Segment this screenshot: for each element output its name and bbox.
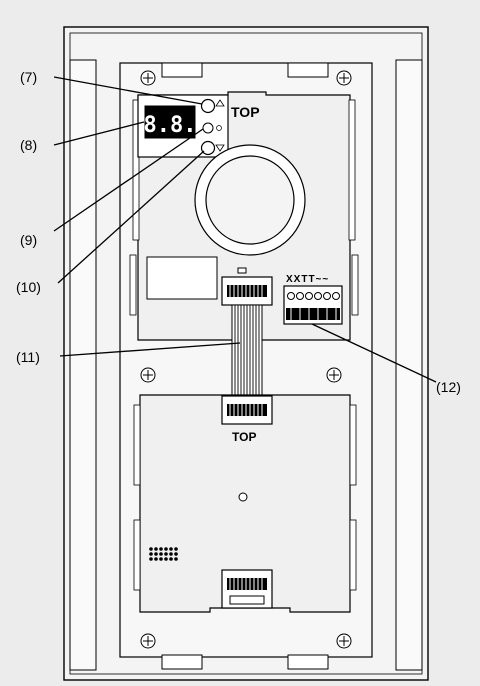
up-arrow-icon [215, 99, 225, 107]
leader-11 [59, 342, 241, 357]
top-clip-right [287, 62, 329, 78]
down-arrow-icon [215, 144, 225, 152]
top-label-upper: TOP [231, 104, 260, 120]
left-rail [69, 59, 97, 671]
leader-lines [53, 76, 437, 383]
button-down [200, 140, 216, 156]
screw-bottom-left [140, 633, 156, 649]
screw-mid-left [140, 367, 156, 383]
leader-8 [53, 121, 145, 146]
callout-12: (12) [436, 379, 461, 395]
callout-8: (8) [20, 137, 37, 153]
display-digits: 8.8. [144, 113, 197, 138]
screw-mid-right [326, 367, 342, 383]
callout-9: (9) [20, 232, 37, 248]
terminal-block [283, 285, 343, 325]
lower-module [133, 394, 357, 613]
center-hole [238, 492, 248, 502]
button-up [200, 98, 216, 114]
top-clip-left [161, 62, 203, 78]
callout-11: (11) [16, 349, 40, 365]
top-label-lower: TOP [232, 430, 256, 444]
bottom-clip-left [161, 654, 203, 670]
label-field [146, 256, 218, 300]
seven-segment-display [144, 105, 196, 139]
callout-7: (7) [20, 69, 37, 85]
leader-9 [53, 128, 204, 232]
led-dot [216, 125, 222, 131]
bottom-connector [221, 569, 273, 609]
screw-top-right [336, 70, 352, 86]
terminal-labels: XXTT~~ [286, 274, 329, 285]
contact-dot-matrix [149, 547, 178, 561]
status-led [202, 122, 214, 134]
screw-bottom-right [336, 633, 352, 649]
leader-10 [57, 150, 205, 284]
leader-12 [311, 323, 437, 383]
connector-led [237, 267, 247, 274]
speaker [194, 144, 306, 256]
ribbon-cable [231, 304, 263, 399]
bottom-clip-right [287, 654, 329, 670]
upper-ribbon-connector [221, 276, 273, 306]
screw-top-left [140, 70, 156, 86]
leader-7 [53, 76, 203, 105]
callout-10: (10) [16, 279, 41, 295]
lower-ribbon-connector [221, 395, 273, 425]
